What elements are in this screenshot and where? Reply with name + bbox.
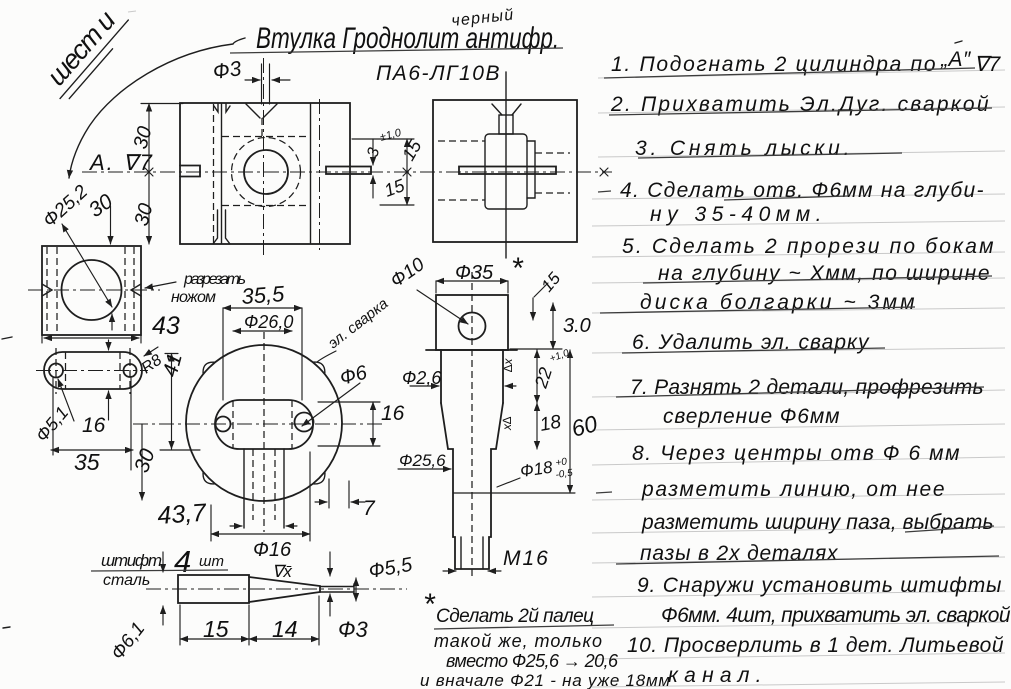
svg-text:30: 30	[131, 201, 158, 228]
svg-text:Ф10: Ф10	[387, 254, 429, 292]
svg-text:60: 60	[569, 410, 601, 442]
svg-text:43: 43	[152, 312, 180, 340]
svg-text:30: 30	[130, 124, 157, 151]
svg-text:ножом: ножом	[171, 289, 216, 306]
svg-text:16: 16	[82, 414, 106, 437]
svg-text:*: *	[423, 588, 436, 621]
svg-text:шест и: шест и	[41, 5, 121, 91]
svg-text:41: 41	[159, 351, 187, 380]
svg-text:диска болгарки ~ 3мм: диска болгарки ~ 3мм	[640, 291, 915, 314]
svg-text:35,5: 35,5	[241, 281, 286, 309]
svg-text:16: 16	[381, 402, 405, 425]
svg-text:сверление Ф6мм: сверление Ф6мм	[663, 405, 840, 428]
svg-text:штифт: штифт	[101, 551, 162, 570]
svg-text:такой же, только: такой же, только	[434, 631, 602, 651]
svg-text:шт: шт	[199, 553, 224, 570]
svg-text:Ф6: Ф6	[338, 361, 371, 389]
svg-text:на глубину ~ Хмм, по ширине: на глубину ~ Хмм, по ширине	[658, 262, 990, 285]
svg-text:18: 18	[538, 411, 563, 435]
svg-text:2. Прихватить Эл.Дуг. сваркой: 2. Прихватить Эл.Дуг. сваркой	[610, 93, 989, 116]
svg-text:35: 35	[74, 449, 100, 475]
svg-text:5. Сделать 2 прорези по бокам: 5. Сделать 2 прорези по бокам	[622, 235, 994, 258]
svg-text:канал.: канал.	[668, 664, 762, 687]
svg-text:x∆: x∆	[500, 416, 514, 431]
svg-text:10. Просверлить в 1 дет. Литье: 10. Просверлить в 1 дет. Литьевой	[627, 634, 1004, 657]
svg-text:∇x̄: ∇x̄	[272, 562, 292, 581]
svg-text:пазы в 2х деталях: пазы в 2х деталях	[640, 542, 839, 565]
svg-text:Ф6,1: Ф6,1	[107, 618, 149, 664]
svg-text:сталь: сталь	[103, 572, 150, 589]
svg-text:14: 14	[272, 616, 298, 642]
svg-text:Ф25,2: Ф25,2	[39, 181, 92, 232]
svg-text:1. Подогнать 2 цилиндра по: 1. Подогнать 2 цилиндра по	[611, 53, 936, 76]
svg-text:Ф6мм. 4шт, прихватить эл. свар: Ф6мм. 4шт, прихватить эл. сваркой	[661, 604, 1011, 627]
svg-text:22: 22	[530, 365, 556, 391]
svg-text:А. ∇7: А. ∇7	[88, 150, 154, 175]
svg-text:Сделать 2й палец: Сделать 2й палец	[436, 606, 594, 627]
svg-text:9. Снаружи установить штифты: 9. Снаружи установить штифты	[637, 574, 1002, 597]
svg-text:черный: черный	[451, 7, 515, 30]
svg-text:3.0: 3.0	[563, 315, 591, 337]
svg-text:Ф5,5: Ф5,5	[367, 554, 415, 583]
svg-text:разрезать: разрезать	[183, 271, 246, 288]
svg-text:Ф25,6: Ф25,6	[399, 451, 446, 470]
svg-text:-0,5: -0,5	[555, 468, 574, 481]
svg-text:разметить линию, от нее: разметить линию, от нее	[641, 478, 945, 501]
svg-text:„А″: „А″	[940, 48, 972, 71]
svg-text:30: 30	[130, 446, 160, 476]
svg-text:7: 7	[363, 497, 376, 520]
svg-text:6. Удалить эл. сварку: 6. Удалить эл. сварку	[632, 331, 870, 354]
svg-text:Ф2,6: Ф2,6	[402, 368, 442, 388]
svg-text:+0: +0	[555, 456, 568, 469]
svg-text:15: 15	[382, 175, 409, 201]
svg-text:7. Разнять 2 детали, профрезит: 7. Разнять 2 детали, профрезить	[630, 376, 984, 399]
svg-text:4. Сделать отв. Ф6мм на глуби-: 4. Сделать отв. Ф6мм на глуби-	[620, 179, 984, 202]
svg-text:*: *	[511, 252, 524, 285]
svg-text:разметить ширину паза, выбрать: разметить ширину паза, выбрать	[641, 511, 994, 534]
svg-text:ПА6-ЛГ10В: ПА6-ЛГ10В	[376, 62, 502, 85]
svg-text:43,7: 43,7	[156, 499, 208, 530]
svg-text:∇7: ∇7	[974, 53, 1002, 76]
svg-text:эл. сварка: эл. сварка	[325, 295, 391, 352]
svg-text:±1,0: ±1,0	[379, 127, 404, 144]
svg-text:Ф16: Ф16	[253, 539, 292, 561]
svg-text:Ф5,1: Ф5,1	[32, 403, 73, 446]
svg-text:Ф3: Ф3	[338, 617, 368, 642]
svg-text:3. Снять лыски.: 3. Снять лыски.	[635, 137, 850, 160]
svg-text:+1,0: +1,0	[548, 348, 571, 365]
svg-text:и вначале Ф21 - на уже 18мм: и вначале Ф21 - на уже 18мм	[420, 671, 670, 689]
svg-text:3: 3	[364, 146, 383, 159]
svg-text:вместо Ф25,6 → 20,6: вместо Ф25,6 → 20,6	[446, 651, 619, 671]
svg-text:∆x: ∆x	[501, 358, 515, 372]
svg-text:М16: М16	[503, 547, 550, 570]
svg-text:15: 15	[203, 616, 229, 642]
svg-text:8. Через центры отв Ф 6 мм: 8. Через центры отв Ф 6 мм	[632, 442, 960, 465]
svg-text:Ф26,0: Ф26,0	[244, 312, 293, 332]
svg-text:15: 15	[398, 136, 426, 164]
svg-text:Ф3: Ф3	[211, 57, 243, 84]
svg-text:ну 35-40мм.: ну 35-40мм.	[650, 203, 822, 226]
svg-text:15: 15	[538, 268, 565, 295]
svg-text:Ф18: Ф18	[519, 458, 554, 481]
svg-text:4: 4	[174, 544, 191, 579]
